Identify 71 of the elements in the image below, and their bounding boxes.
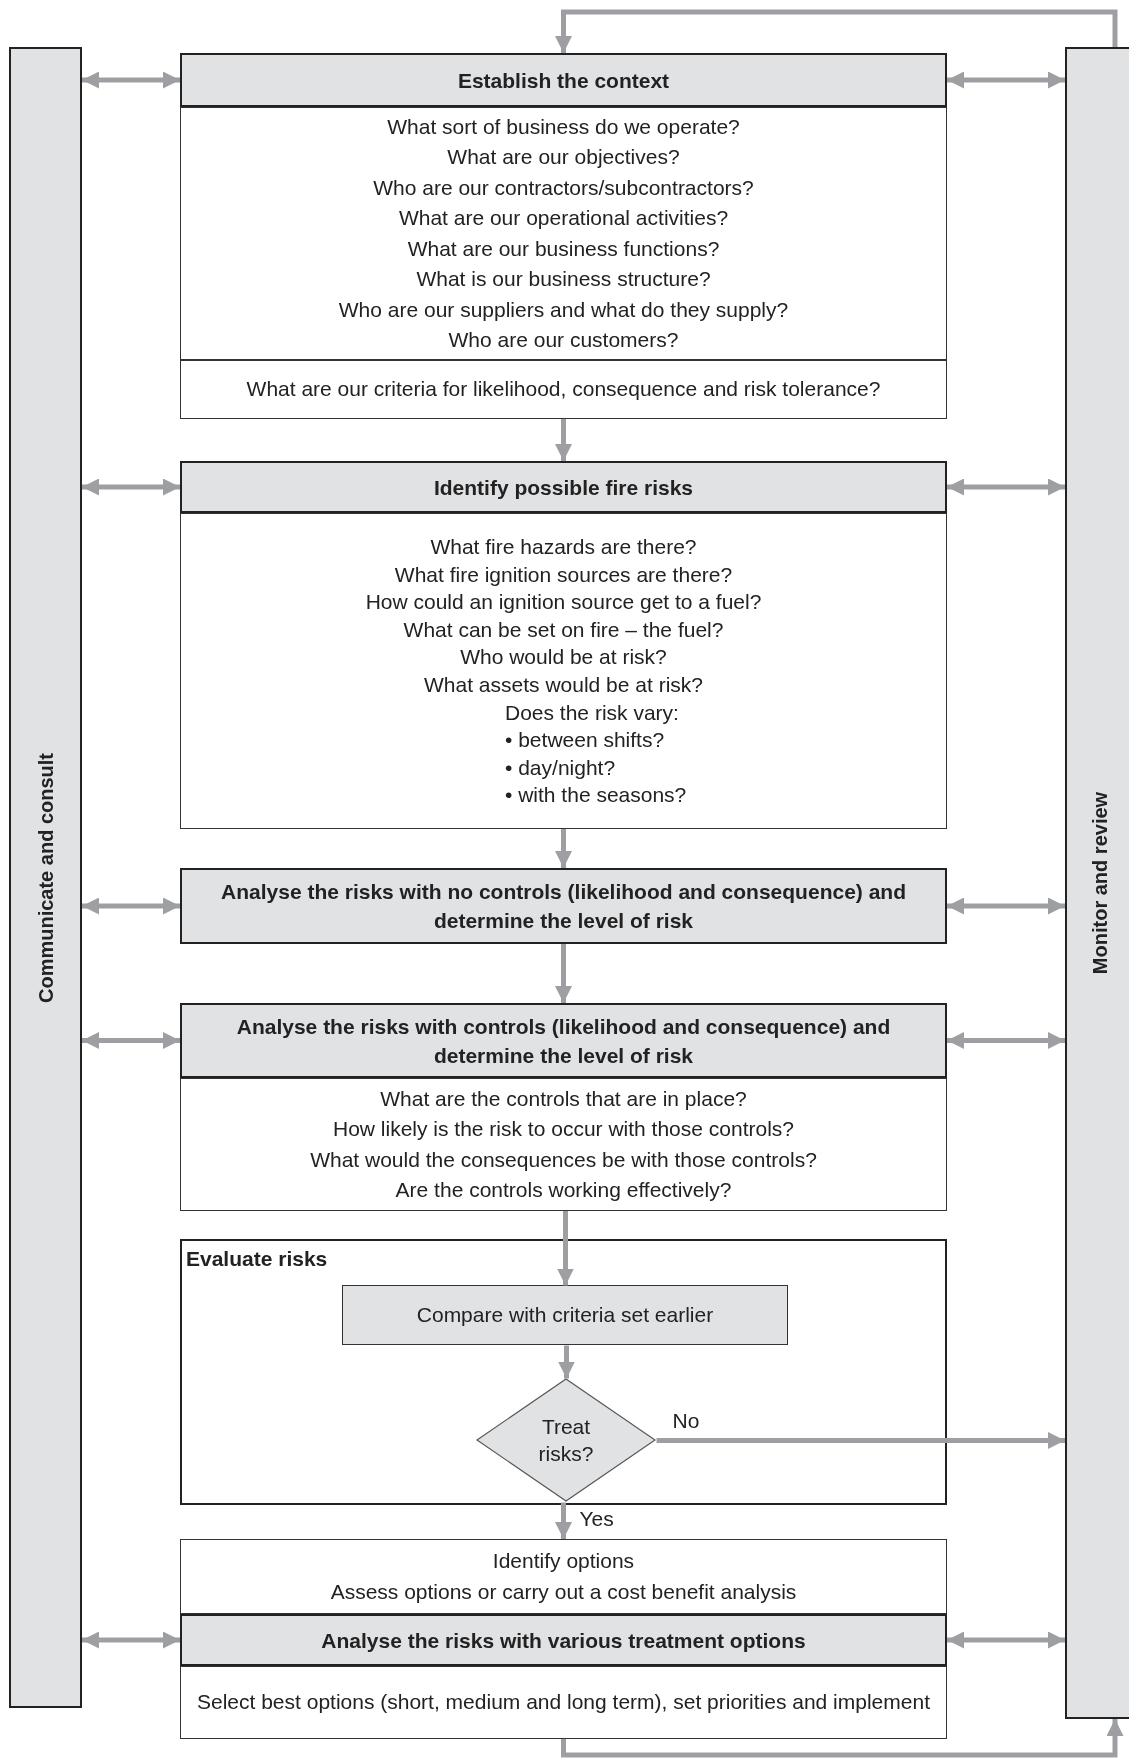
arrow (82, 478, 180, 496)
step-header-box (180, 1003, 947, 1078)
question-text: What are our business functions? (406, 235, 721, 262)
action-text: Select best options (short, medium and long term), set priorities and implement (196, 1689, 931, 1716)
decision-text: Treat risks? (537, 1414, 595, 1467)
arrow (947, 897, 1065, 915)
bar-label: Monitor and review (1088, 791, 1112, 975)
step-header-box (180, 461, 947, 513)
question-text: How likely is the risk to occur with those controls? (332, 1116, 795, 1142)
question-text: What fire ignition sources are there? (393, 561, 734, 588)
decision-diamond (476, 1378, 656, 1502)
question-text: What are the controls that are in place? (379, 1085, 748, 1112)
option-text: Assess options or carry out a cost benefit analysis (329, 1578, 798, 1605)
question-text: Who would be at risk? (459, 644, 668, 671)
question-text: What can be set on fire – the fuel? (402, 616, 725, 643)
question-text: Who are our contractors/subcontractors? (372, 174, 755, 201)
step-header-box (180, 53, 947, 107)
group-title: Evaluate risks (186, 1247, 328, 1271)
question-text: • day/night? (504, 754, 617, 781)
arrow (82, 1631, 180, 1649)
arrow (555, 944, 572, 1003)
arrow (555, 829, 572, 868)
options-box (180, 1539, 947, 1614)
step-header-box (180, 1614, 947, 1666)
process-text: Compare with criteria set earlier (415, 1303, 715, 1327)
criteria-box (180, 360, 947, 419)
arrow (947, 1631, 1065, 1649)
option-text: Identify options (491, 1548, 636, 1574)
question-text: Who are our customers? (447, 327, 680, 353)
arrow (82, 1032, 180, 1049)
question-text: Are the controls working effectively? (394, 1177, 733, 1203)
question-text: What sort of business do we operate? (386, 113, 741, 140)
question-box (180, 1078, 947, 1211)
arrow (555, 9, 1118, 53)
step-title: Analyse the risks with various treatment options (320, 1627, 807, 1654)
action-box (180, 1666, 947, 1739)
question-box (180, 107, 947, 360)
step-title: Analyse the risks with no controls (likelihood and consequence) and determine the level of risk (220, 879, 907, 934)
question-text: What assets would be at risk? (423, 672, 704, 698)
arrow (947, 1032, 1065, 1049)
arrow (947, 71, 1065, 89)
arrow (561, 1719, 1124, 1758)
question-text: What are our objectives? (446, 144, 681, 170)
question-text: What are our operational activities? (397, 205, 730, 231)
side-bar (9, 47, 82, 1708)
question-text: • between shifts? (504, 727, 666, 754)
arrow (558, 1345, 575, 1379)
step-title: Identify possible fire risks (432, 474, 695, 501)
step-title: Analyse the risks with controls (likelihood and consequence) and determine the level of risk (235, 1013, 892, 1069)
question-box (180, 513, 947, 829)
group-frame (180, 1239, 947, 1505)
bar-label: Communicate and consult (34, 752, 57, 1003)
question-text: Does the risk vary: (504, 699, 680, 726)
question-text: What are our criteria for likelihood, consequence and risk tolerance? (245, 376, 882, 403)
question-text: How could an ignition source get to a fuel? (364, 589, 763, 616)
arrow (555, 419, 572, 461)
arrow (555, 1502, 572, 1539)
arrow (82, 897, 180, 915)
side-bar (1065, 47, 1129, 1719)
question-text: • with the seasons? (504, 782, 688, 809)
arrow (656, 1432, 1065, 1449)
arrow (947, 478, 1065, 496)
question-text: What is our business structure? (415, 266, 712, 292)
question-text: What fire hazards are there? (429, 534, 698, 561)
question-text: Who are our suppliers and what do they supply? (337, 296, 790, 323)
step-header-box (180, 868, 947, 944)
step-title: Establish the context (456, 67, 671, 94)
arrow (557, 1211, 574, 1286)
arrow (82, 71, 180, 89)
question-text: What would the consequences be with those controls? (309, 1146, 818, 1173)
process-box (342, 1285, 788, 1345)
